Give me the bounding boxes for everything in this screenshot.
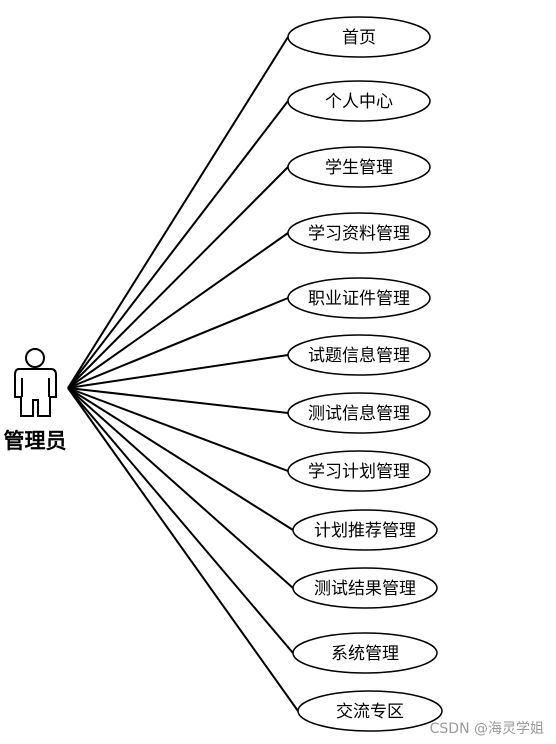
association-line (67, 36, 289, 389)
use-case-ellipse (292, 567, 438, 609)
use-case-label: 职业证件管理 (308, 289, 410, 309)
use-case-label: 学生管理 (325, 158, 393, 178)
association-line (67, 354, 289, 389)
use-case-label: 交流专区 (336, 702, 404, 722)
use-case-ellipse (287, 334, 431, 376)
use-case-label: 试题信息管理 (308, 346, 410, 366)
association-line (67, 387, 299, 712)
use-case-ellipse (287, 16, 431, 58)
use-case-label: 计划推荐管理 (314, 521, 416, 541)
use-case: 个人中心 (287, 80, 431, 122)
association-line (67, 166, 289, 389)
association-line (67, 387, 289, 472)
use-case-ellipse (292, 632, 438, 674)
use-case-label: 测试结果管理 (314, 579, 416, 599)
use-case-label: 测试信息管理 (308, 404, 410, 424)
use-case-label: 系统管理 (331, 644, 399, 664)
use-case: 首页 (287, 16, 431, 58)
association-line (67, 387, 294, 654)
association-line (67, 387, 294, 589)
use-cases: 首页个人中心学生管理学习资料管理职业证件管理试题信息管理测试信息管理学习计划管理… (287, 16, 443, 732)
use-case-ellipse (287, 146, 431, 188)
use-case: 职业证件管理 (287, 277, 431, 319)
association-line (67, 232, 289, 389)
use-case: 计划推荐管理 (292, 509, 438, 551)
use-case: 学习计划管理 (287, 450, 431, 492)
association-line (67, 387, 289, 414)
use-case-label: 学习资料管理 (308, 224, 410, 244)
association-lines (67, 36, 299, 712)
watermark: CSDN @海灵学姐 (429, 721, 544, 737)
use-case-ellipse (297, 690, 443, 732)
use-case: 试题信息管理 (287, 334, 431, 376)
use-case-ellipse (292, 509, 438, 551)
use-case-ellipse (287, 212, 431, 254)
use-case: 交流专区 (297, 690, 443, 732)
association-line (67, 387, 294, 531)
use-case-label: 个人中心 (325, 92, 393, 112)
use-case-label: 首页 (342, 28, 376, 48)
actor-label: 管理员 (4, 429, 67, 453)
use-case: 测试信息管理 (287, 392, 431, 434)
use-case: 学生管理 (287, 146, 431, 188)
use-case-ellipse (287, 392, 431, 434)
use-case: 测试结果管理 (292, 567, 438, 609)
use-case-ellipse (287, 80, 431, 122)
use-case-ellipse (287, 450, 431, 492)
use-case-label: 学习计划管理 (308, 462, 410, 482)
use-case: 系统管理 (292, 632, 438, 674)
association-line (67, 100, 289, 389)
use-case: 学习资料管理 (287, 212, 431, 254)
actor-body (14, 368, 57, 417)
actor-head (25, 348, 45, 368)
actor-figure (14, 348, 57, 417)
use-case-ellipse (287, 277, 431, 319)
association-line (67, 297, 289, 389)
